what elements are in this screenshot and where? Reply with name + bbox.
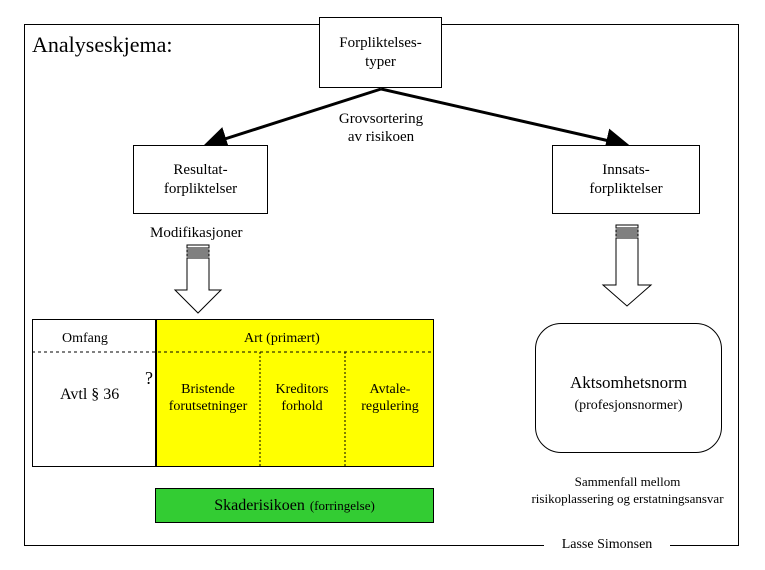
coincidence-note: Sammenfall mellom risikoplassering og er… [531, 474, 724, 506]
arrow-to-effort [380, 87, 630, 153]
column-label-3: Avtale- regulering [361, 382, 419, 414]
question-mark: ? [145, 368, 153, 388]
damage-risk-sub: (forringelse) [309, 497, 375, 513]
author-label: Lasse Simonsen [544, 537, 670, 554]
result-obligations-box: Resultat- forpliktelser [133, 145, 268, 214]
column-label-1: Bristende forutsetninger [168, 382, 248, 414]
obligation-types-label: Forpliktelses- typer [339, 34, 422, 70]
care-norm-box [535, 323, 722, 453]
damage-risk-main: Skaderisikoen [214, 496, 305, 514]
left-block-arrow [173, 244, 223, 314]
omfang-cell [32, 319, 156, 467]
art-label: Art (primært) [244, 331, 320, 346]
care-norm-title: Aktsomhetsnorm [569, 373, 688, 392]
right-block-arrow [601, 224, 653, 307]
omfang-label: Omfang [62, 331, 108, 346]
art-cell [156, 319, 434, 467]
care-norm-subtitle: (profesjonsnormer) [574, 398, 683, 413]
arrow-to-result [203, 87, 382, 151]
rough-sorting-label: Grovsortering av risikoen [338, 111, 424, 145]
damage-risk-box: Skaderisikoen (forringelse) [155, 488, 434, 523]
obligation-types-box: Forpliktelses- typer [319, 17, 442, 88]
effort-obligations-box: Innsats- forpliktelser [552, 145, 700, 214]
result-obligations-label: Resultat- forpliktelser [163, 161, 238, 197]
avtl-label: Avtl § 36 [60, 386, 120, 403]
page-title: Analyseskjema: [32, 32, 173, 57]
effort-obligations-label: Innsats- forpliktelser [589, 161, 663, 197]
modifications-label: Modifikasjoner [150, 225, 243, 241]
column-label-2: Kreditors forhold [275, 382, 329, 414]
